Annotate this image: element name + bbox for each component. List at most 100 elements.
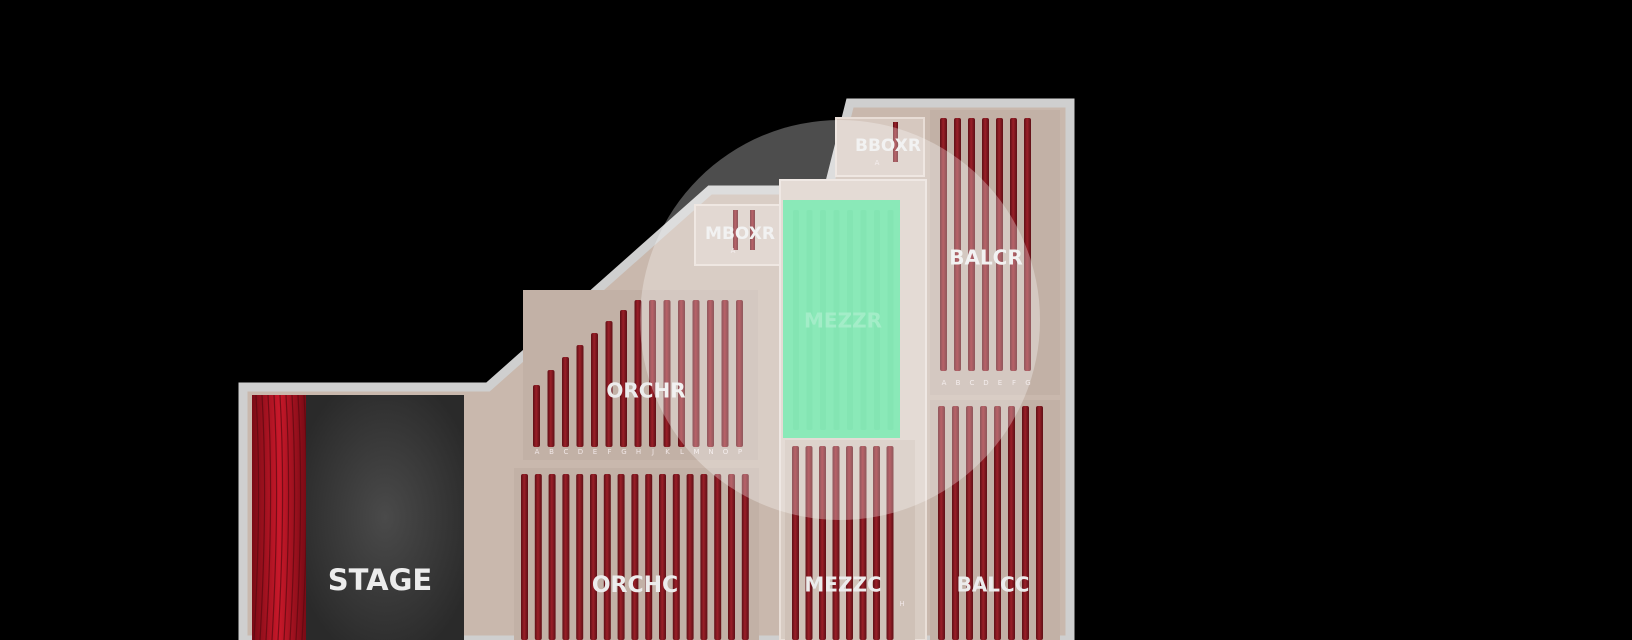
section-orchc-label: ORCHC — [592, 573, 678, 598]
seat-row[interactable] — [631, 474, 639, 640]
seat-row[interactable] — [692, 300, 700, 447]
seat-row[interactable] — [534, 474, 542, 640]
seat-row[interactable] — [832, 446, 840, 640]
section-mezzc-label: MEZZC — [804, 573, 881, 597]
seat-row[interactable] — [980, 406, 987, 640]
seat-row[interactable] — [887, 210, 894, 430]
stage-floor[interactable] — [306, 395, 464, 640]
section-orchc-rows — [521, 474, 749, 640]
seat-row[interactable] — [617, 474, 625, 640]
section-mezzc-rows — [792, 446, 894, 640]
seat-row[interactable] — [707, 300, 714, 447]
seat-row[interactable] — [819, 446, 826, 640]
section-balcr[interactable] — [930, 110, 1060, 395]
seat-row[interactable] — [968, 118, 975, 371]
section-bboxr[interactable] — [835, 117, 925, 177]
seat-row[interactable] — [994, 406, 1001, 640]
seat-row[interactable] — [833, 210, 840, 430]
seat-row[interactable] — [591, 333, 598, 447]
seat-row[interactable] — [792, 446, 799, 640]
seat-row[interactable] — [659, 474, 666, 640]
orchr-row-letter: E — [593, 448, 597, 456]
curtain-fold — [289, 394, 296, 640]
seat-row[interactable] — [634, 300, 642, 447]
orchr-row-letter: O — [723, 448, 729, 456]
seat-row[interactable] — [952, 406, 959, 640]
seat-row[interactable] — [940, 118, 947, 371]
seat-row[interactable] — [645, 474, 653, 640]
curtain-fold — [271, 394, 278, 640]
seat-row[interactable] — [886, 446, 894, 640]
section-balcc-label: BALCC — [957, 573, 1030, 597]
seat-row[interactable] — [728, 474, 735, 640]
seat-row[interactable] — [859, 446, 867, 640]
curtain-fold — [265, 394, 272, 640]
seat-row[interactable] — [700, 474, 708, 640]
seat-row[interactable] — [562, 474, 570, 640]
seat-row[interactable] — [1008, 406, 1015, 640]
section-orchr-label: ORCHR — [606, 379, 685, 403]
seat-row[interactable] — [982, 118, 989, 371]
balcr-row-letter: B — [956, 379, 961, 387]
orchr-row-letter: A — [535, 448, 540, 456]
seat-row[interactable] — [562, 357, 569, 447]
seat-row[interactable] — [741, 474, 749, 640]
seat-row[interactable] — [954, 118, 961, 371]
section-mezzr-highlight[interactable] — [783, 200, 900, 438]
seat-row[interactable] — [590, 474, 597, 640]
seat-row[interactable] — [873, 446, 880, 640]
seat-row[interactable] — [1010, 118, 1017, 371]
seat-row[interactable] — [678, 300, 685, 447]
seat-row[interactable] — [649, 300, 656, 447]
seat-row[interactable] — [860, 210, 867, 430]
seat-row[interactable] — [620, 310, 627, 447]
orchr-row-letter: P — [738, 448, 742, 456]
seat-row[interactable] — [966, 406, 973, 640]
seat-row[interactable] — [1024, 118, 1031, 371]
seat-row[interactable] — [793, 210, 799, 430]
orchr-row-letter: B — [549, 448, 554, 456]
seat-row[interactable] — [603, 474, 611, 640]
curtain-fold — [259, 394, 266, 640]
zoom-lens[interactable] — [640, 120, 1040, 520]
seat-row[interactable] — [806, 210, 813, 430]
seat-row[interactable] — [547, 370, 555, 447]
seat-row[interactable] — [605, 321, 613, 447]
seat-row[interactable] — [686, 474, 694, 640]
orchr-row-letter: G — [621, 448, 626, 456]
seat-row[interactable] — [847, 210, 853, 430]
seat-row[interactable] — [576, 345, 584, 447]
orchr-row-letter: D — [578, 448, 583, 456]
seat-row[interactable] — [938, 406, 945, 640]
seat-row[interactable] — [736, 300, 743, 447]
seat-row[interactable] — [820, 210, 826, 430]
seat-row[interactable] — [576, 474, 584, 640]
seat-row[interactable] — [714, 474, 722, 640]
orchr-row-letter: H — [636, 448, 641, 456]
section-balcc-rows — [938, 406, 1043, 640]
balcr-row-letter: C — [970, 379, 975, 387]
seat-row[interactable] — [805, 446, 813, 640]
seat-row[interactable] — [1022, 406, 1029, 640]
section-orchr-rows — [533, 300, 743, 447]
seat-row[interactable] — [533, 385, 540, 447]
seat-row[interactable] — [721, 300, 729, 447]
orchr-row-letter: J — [651, 448, 654, 456]
mboxr-seat — [750, 210, 755, 250]
seat-row[interactable] — [548, 474, 556, 640]
seat-row[interactable] — [996, 118, 1003, 371]
curtain-fold — [277, 394, 284, 640]
balcr-row-letter: G — [1025, 379, 1030, 387]
seat-row[interactable] — [1036, 406, 1043, 640]
seat-row[interactable] — [663, 300, 671, 447]
seat-row[interactable] — [874, 210, 880, 430]
seat-row[interactable] — [846, 446, 853, 640]
orchr-row-letter: M — [693, 448, 699, 456]
seat-row[interactable] — [521, 474, 528, 640]
seat-row[interactable] — [672, 474, 680, 640]
curtain-fold — [283, 394, 290, 640]
orchr-row-letter: C — [564, 448, 569, 456]
curtain-fold — [253, 394, 260, 640]
